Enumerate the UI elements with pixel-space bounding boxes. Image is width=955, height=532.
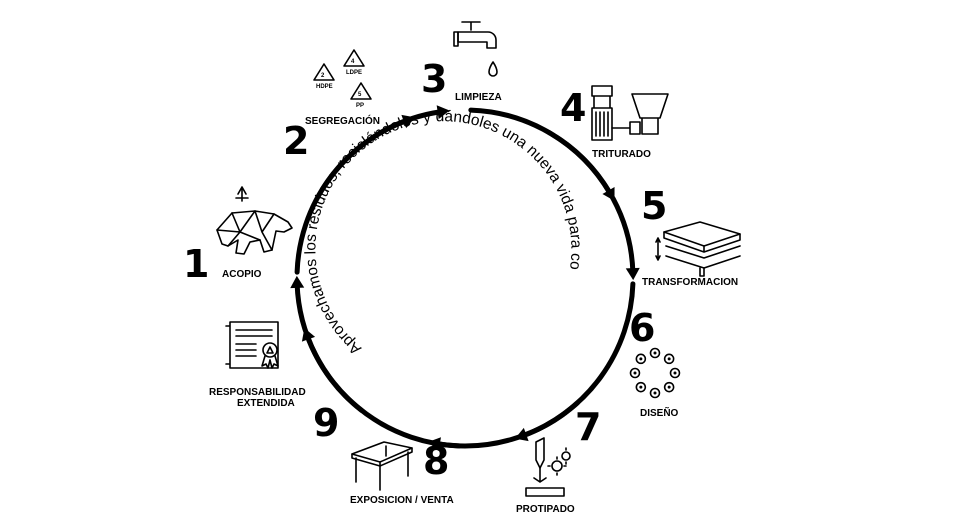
chain-link xyxy=(663,381,675,393)
center-text-path: Aprovechamos los residuos, reciclándolos… xyxy=(0,0,584,358)
step-3: 3 LIMPIEZA xyxy=(421,21,502,103)
chain-link-dot xyxy=(653,351,657,355)
shredder-machine-icon xyxy=(591,85,669,141)
chain-link xyxy=(649,347,661,359)
cycle-arrow-segment xyxy=(433,400,580,449)
chain-link xyxy=(663,353,675,365)
chain-link-dot xyxy=(653,391,657,395)
cycle-arrowhead xyxy=(290,275,305,289)
step-1: 1 ACOPIO xyxy=(183,186,293,286)
cycle-arrowhead xyxy=(427,437,441,452)
water-faucet-icon xyxy=(453,21,498,77)
step-8-number: 8 xyxy=(423,439,449,483)
step-6: 6 DISEÑO xyxy=(629,306,681,419)
step-9: 9 RESPONSABILIDAD EXTENDIDA xyxy=(209,321,339,445)
cycle-arrowhead xyxy=(625,267,640,281)
step-7: 7 PROTIPADO xyxy=(516,405,601,515)
step-1-number: 1 xyxy=(183,242,209,286)
step-9-number: 9 xyxy=(313,401,339,445)
ldpe-name: LDPE xyxy=(346,70,362,76)
certificate-icon xyxy=(225,321,279,369)
step-2: 2 2 HDPE 4 LDPE 5 PP SEGREGACIÓN xyxy=(283,49,380,163)
step-5-number: 5 xyxy=(641,184,667,228)
step-9-label-line1: RESPONSABILIDAD xyxy=(209,387,306,398)
press-mold-icon xyxy=(655,221,741,277)
step-3-number: 3 xyxy=(421,57,447,101)
chain-link-dot xyxy=(633,371,637,375)
step-7-number: 7 xyxy=(575,405,601,449)
cycle-arrowhead xyxy=(514,427,529,442)
step-7-label: PROTIPADO xyxy=(516,504,575,515)
chain-link xyxy=(669,367,681,379)
step-6-number: 6 xyxy=(629,306,655,350)
chain-link-dot xyxy=(639,385,643,389)
step-8: 8 EXPOSICION / VENTA xyxy=(350,439,454,506)
step-4: 4 TRITURADO xyxy=(560,85,669,160)
hdpe-code: 2 xyxy=(321,73,325,79)
chain-link xyxy=(629,367,641,379)
step-8-label: EXPOSICION / VENTA xyxy=(350,495,454,506)
laser-cutter-icon xyxy=(525,437,571,497)
pp-name: PP xyxy=(356,103,364,109)
step-4-label: TRITURADO xyxy=(592,149,651,160)
cycle-arrow-segment xyxy=(320,109,445,192)
center-circular-text: Aprovechamos los residuos, reciclándolos… xyxy=(0,0,584,358)
cycle-arrowhead xyxy=(301,327,316,342)
step-5: 5 TRANSFORMACION xyxy=(641,184,741,288)
chain-link xyxy=(635,381,647,393)
table-icon xyxy=(351,441,413,491)
chain-link-dot xyxy=(667,357,671,361)
polar-bear-icon xyxy=(216,186,293,255)
recycling-codes-icon: 2 HDPE 4 LDPE 5 PP xyxy=(313,49,372,109)
chain-link-dot xyxy=(639,357,643,361)
chain-link xyxy=(635,353,647,365)
step-9-label-line2: EXTENDIDA xyxy=(237,398,295,409)
step-3-label: LIMPIEZA xyxy=(455,92,502,103)
step-6-label: DISEÑO xyxy=(640,406,679,419)
cycle-arrowhead xyxy=(436,105,450,120)
ldpe-code: 4 xyxy=(351,59,355,65)
hdpe-code-icon: 2 HDPE xyxy=(313,63,335,90)
step-5-label: TRANSFORMACION xyxy=(642,277,738,288)
chain-link-dot xyxy=(673,371,677,375)
step-2-number: 2 xyxy=(283,119,309,163)
chain-link-dot xyxy=(667,385,671,389)
design-chain-icon xyxy=(629,347,681,399)
pp-code: 5 xyxy=(358,92,362,98)
step-1-label: ACOPIO xyxy=(222,269,262,280)
cycle-arrowhead xyxy=(602,187,615,201)
cycle-arrow-segment xyxy=(294,281,365,413)
cycle-arrowheads xyxy=(290,105,640,452)
step-2-label: SEGREGACIÓN xyxy=(305,114,380,127)
pp-code-icon: 5 PP xyxy=(350,82,372,109)
ldpe-code-icon: 4 LDPE xyxy=(343,49,365,76)
cycle-arrowhead xyxy=(401,114,416,129)
step-4-number: 4 xyxy=(560,86,586,130)
chain-link xyxy=(649,387,661,399)
hdpe-name: HDPE xyxy=(316,84,333,90)
